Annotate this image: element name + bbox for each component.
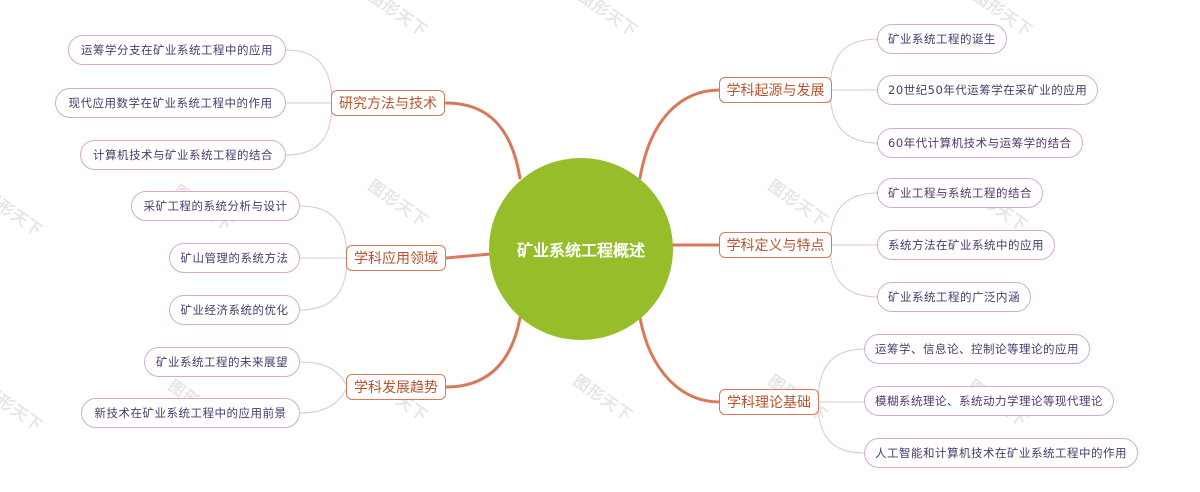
- branch-theoretical-basis[interactable]: 学科理论基础: [719, 389, 819, 415]
- leaf-label: 采矿工程的系统分析与设计: [143, 199, 288, 213]
- leaf-node[interactable]: 人工智能和计算机技术在矿业系统工程中的作用: [864, 438, 1138, 468]
- branch-label: 学科起源与发展: [726, 83, 825, 99]
- leaf-label: 60年代计算机技术与运筹学的结合: [888, 136, 1072, 150]
- leaf-label: 运筹学分支在矿业系统工程中的应用: [81, 43, 273, 57]
- leaf-label: 模糊系统理论、系统动力学理论等现代理论: [875, 394, 1103, 408]
- branch-label: 学科理论基础: [727, 395, 811, 411]
- leaf-label: 计算机技术与矿业系统工程的结合: [93, 148, 273, 162]
- leaf-node[interactable]: 计算机技术与矿业系统工程的结合: [80, 140, 286, 170]
- leaf-label: 矿业工程与系统工程的结合: [888, 186, 1032, 200]
- central-topic[interactable]: 矿业系统工程概述: [489, 158, 673, 340]
- branch-label: 学科定义与特点: [726, 238, 825, 254]
- leaf-label: 现代应用数学在矿业系统工程中的作用: [68, 96, 273, 110]
- branch-application-areas[interactable]: 学科应用领域: [346, 245, 446, 271]
- leaf-label: 矿业系统工程的未来展望: [156, 355, 288, 369]
- leaf-label: 矿山管理的系统方法: [180, 251, 289, 265]
- branch-label: 研究方法与技术: [339, 96, 437, 112]
- branch-development-trends[interactable]: 学科发展趋势: [346, 374, 446, 400]
- leaf-node[interactable]: 运筹学、信息论、控制论等理论的应用: [864, 334, 1090, 364]
- branch-methods-technology[interactable]: 研究方法与技术: [331, 90, 445, 116]
- branch-definition-features[interactable]: 学科定义与特点: [719, 232, 832, 258]
- leaf-label: 矿业系统工程的诞生: [888, 32, 996, 46]
- leaf-node[interactable]: 60年代计算机技术与运筹学的结合: [877, 128, 1083, 158]
- leaf-label: 系统方法在矿业系统中的应用: [888, 238, 1044, 252]
- central-topic-label: 矿业系统工程概述: [516, 241, 645, 260]
- leaf-label: 运筹学、信息论、控制论等理论的应用: [875, 342, 1079, 356]
- leaf-node[interactable]: 矿业系统工程的广泛内涵: [877, 282, 1031, 312]
- leaf-node[interactable]: 模糊系统理论、系统动力学理论等现代理论: [864, 386, 1114, 416]
- leaf-node[interactable]: 矿业经济系统的优化: [169, 295, 300, 325]
- leaf-label: 人工智能和计算机技术在矿业系统工程中的作用: [875, 446, 1127, 460]
- leaf-node[interactable]: 20世纪50年代运筹学在采矿业的应用: [877, 75, 1099, 105]
- leaf-node[interactable]: 运筹学分支在矿业系统工程中的应用: [68, 35, 286, 65]
- leaf-label: 20世纪50年代运筹学在采矿业的应用: [888, 83, 1088, 97]
- branch-label: 学科应用领域: [354, 251, 438, 267]
- leaf-node[interactable]: 现代应用数学在矿业系统工程中的作用: [55, 88, 286, 118]
- leaf-node[interactable]: 矿业工程与系统工程的结合: [877, 178, 1043, 208]
- leaf-node[interactable]: 矿业系统工程的未来展望: [144, 347, 300, 377]
- branch-origin-development[interactable]: 学科起源与发展: [719, 77, 832, 103]
- leaf-node[interactable]: 矿业系统工程的诞生: [877, 24, 1007, 54]
- leaf-node[interactable]: 系统方法在矿业系统中的应用: [877, 230, 1055, 260]
- branch-label: 学科发展趋势: [354, 380, 438, 396]
- leaf-node[interactable]: 新技术在矿业系统工程中的应用前景: [81, 398, 300, 428]
- leaf-label: 矿业经济系统的优化: [180, 303, 289, 317]
- leaf-node[interactable]: 矿山管理的系统方法: [169, 243, 300, 273]
- leaf-label: 新技术在矿业系统工程中的应用前景: [94, 406, 287, 420]
- leaf-label: 矿业系统工程的广泛内涵: [888, 290, 1020, 304]
- leaf-node[interactable]: 采矿工程的系统分析与设计: [131, 191, 300, 221]
